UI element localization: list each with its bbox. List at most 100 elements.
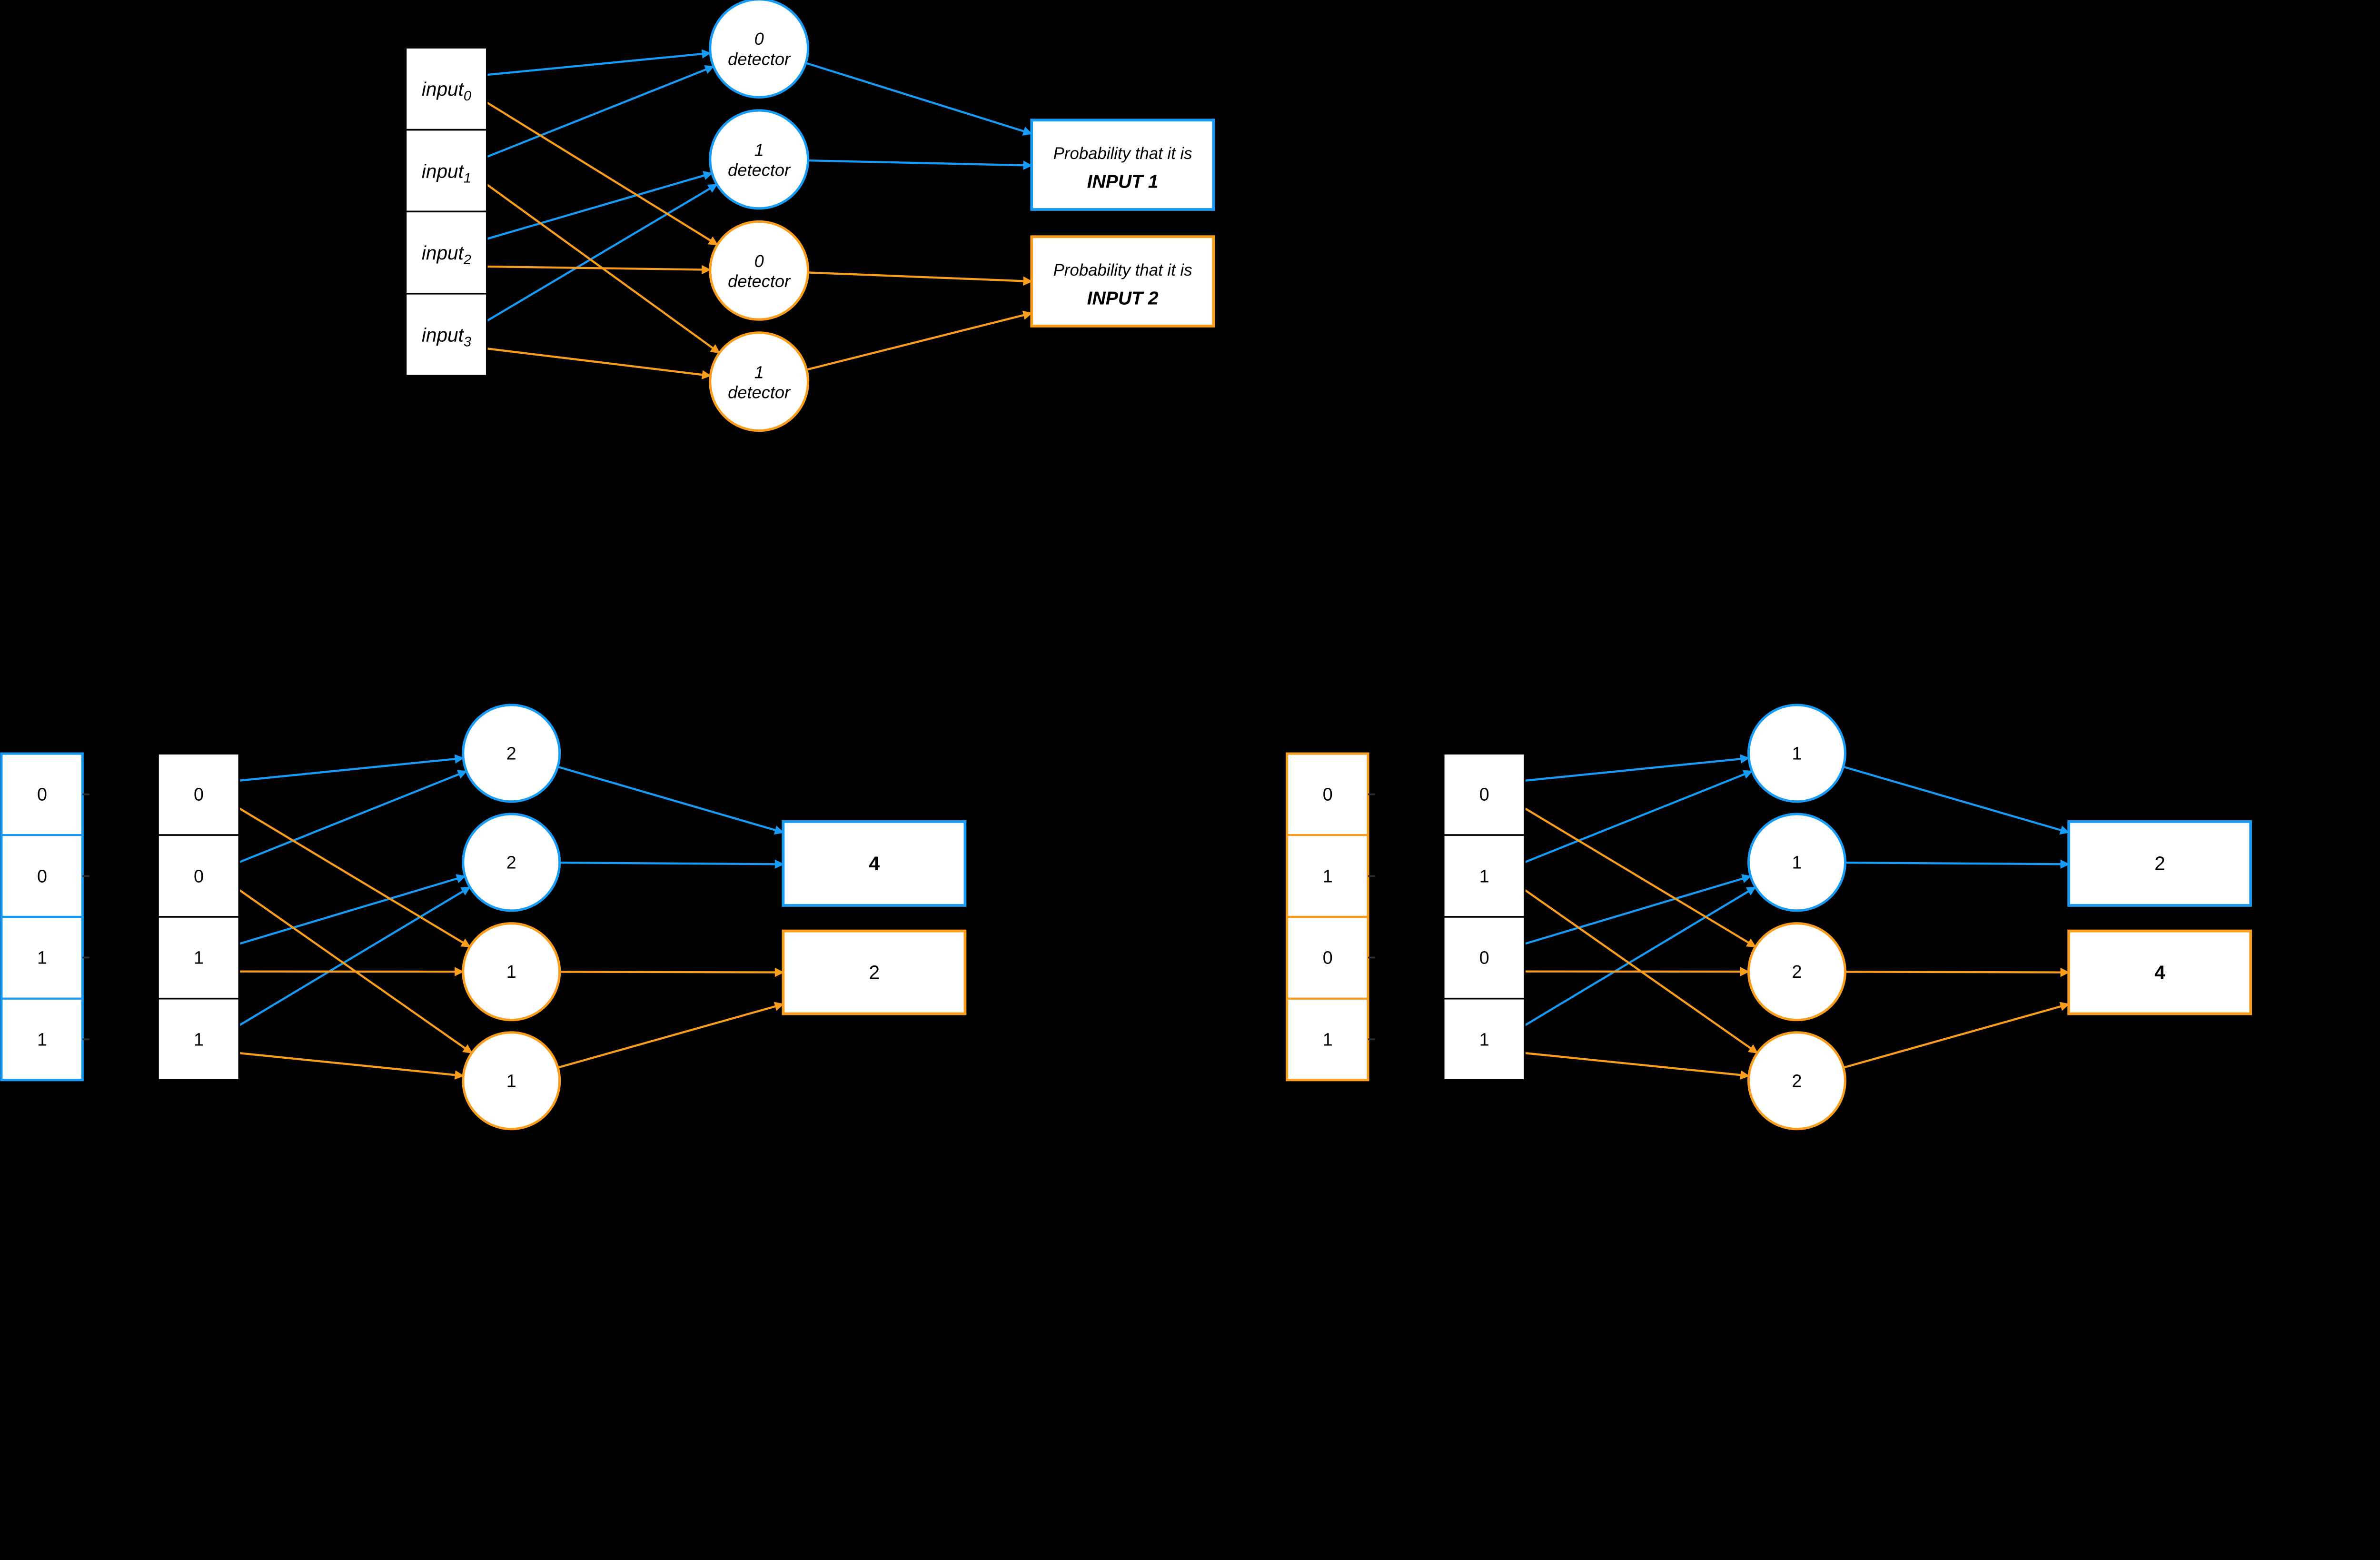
total-value: 4 [869,852,880,874]
br-input-value-3: 1 [1479,1029,1489,1049]
br-pattern-value-2: 0 [1323,947,1333,967]
top-edges-layer [486,49,1033,379]
total-box [782,820,967,907]
orange-edge-arrow [486,101,718,246]
top-detector-1: 1 detector [709,109,810,210]
blue-edge-arrow [559,859,784,869]
detector-node [462,1031,561,1131]
probability-box [1030,235,1215,328]
bottom-right-diagram: 0 1 0 1 0 1 0 1 1 1 2 [1286,704,2252,1131]
bl-pattern-value-0: 0 [37,785,47,805]
orange-edge-arrow [239,1052,465,1080]
blue-edge-arrow [486,65,714,158]
probability-input-label: INPUT 2 [1087,288,1159,308]
bl-detector-2: 1 [462,922,561,1022]
bl-input-value-1: 0 [194,866,204,886]
detector-value: 1 [1792,743,1802,763]
bl-output-0: 4 [782,820,967,907]
br-input-value-0: 0 [1479,785,1489,805]
blue-edge-arrow [1845,859,2070,869]
blue-edge-arrow [486,171,713,240]
blue-edge-arrow [1524,886,1756,1026]
bl-pattern-column: 0 0 1 1 [0,752,89,1082]
blue-edge-arrow [557,765,784,835]
probability-text: Probability that it is [1053,145,1192,163]
bottom-right-edges-layer [1524,754,2070,1080]
top-output-1: Probability that it is INPUT 2 [1030,235,1215,328]
detector-word: detector [728,49,791,69]
orange-edge-arrow [808,271,1033,286]
top-detector-2: 0 detector [709,220,810,321]
detector-digit: 0 [754,29,764,49]
blue-edge-arrow [486,49,712,76]
br-input-column: 0 1 0 1 [1442,753,1526,1081]
detector-value: 2 [506,852,516,872]
bl-output-1: 2 [782,929,967,1015]
total-box [782,929,967,1015]
detector-node [709,331,810,432]
detector-node [1747,1031,1847,1131]
bl-pattern-value-3: 1 [37,1029,47,1049]
blue-edge-arrow [805,62,1033,136]
detector-digit: 1 [754,362,764,382]
total-value: 2 [869,961,880,983]
detector-value: 1 [506,962,516,982]
bl-pattern-value-1: 0 [37,866,47,886]
probability-text: Probability that it is [1053,261,1192,279]
detector-value: 2 [506,743,516,763]
orange-edge-arrow [1524,807,1756,948]
br-input-value-2: 0 [1479,947,1489,967]
bl-input-value-0: 0 [194,785,204,805]
detector-node [709,220,810,321]
br-pattern-value-3: 1 [1323,1029,1333,1049]
br-pattern-value-1: 1 [1323,866,1333,886]
bl-input-value-3: 1 [194,1029,204,1049]
br-detector-2: 2 [1747,922,1847,1022]
br-pattern-column: 0 1 0 1 [1286,752,1375,1082]
orange-edge-arrow [1524,1052,1750,1080]
blue-edge-arrow [238,886,471,1026]
orange-edge-arrow [486,348,712,379]
bottom-left-edges-layer [238,754,784,1080]
orange-edge-arrow [486,183,720,354]
detector-word: detector [728,160,791,180]
bl-detector-0: 2 [462,704,561,803]
evidence-network-figure: input0 input1 input2 input3 0 detector 1… [0,0,2252,1131]
detector-node [709,109,810,210]
top-input-label-1: input1 [422,160,471,186]
probability-input-label: INPUT 1 [1087,171,1159,192]
bl-input-value-2: 1 [194,947,204,967]
blue-edge-arrow [1524,754,1750,782]
orange-edge-arrow [806,310,1033,371]
bottom-left-diagram: 0 0 1 1 0 0 1 1 2 2 1 [0,704,967,1131]
orange-edge-arrow [238,889,473,1054]
br-detector-1: 1 [1747,813,1847,912]
total-box [2067,820,2252,907]
detector-value: 1 [506,1071,516,1091]
br-output-1: 4 [2067,929,2252,1015]
top-input-label-3: input3 [422,324,471,350]
br-output-0: 2 [2067,820,2252,907]
top-detector-3: 1 detector [709,331,810,432]
detector-node [709,0,810,99]
orange-edge-arrow [1843,1002,2070,1069]
total-box [2067,929,2252,1015]
detector-node [1747,813,1847,912]
detector-digit: 0 [754,251,764,271]
top-input-label-2: input2 [422,242,471,268]
orange-edge-arrow [486,265,711,275]
blue-edge-arrow [238,874,466,945]
orange-edge-arrow [1524,889,1758,1054]
detector-node [462,704,561,803]
total-value: 4 [2154,961,2165,983]
bl-input-column: 0 0 1 1 [157,753,240,1081]
detector-node [462,922,561,1022]
blue-edge-arrow [486,183,718,322]
detector-value: 1 [1792,852,1802,872]
blue-edge-arrow [1843,765,2070,835]
br-input-value-1: 1 [1479,866,1489,886]
bl-pattern-value-2: 1 [37,947,47,967]
total-value: 2 [2154,852,2165,874]
bl-detector-3: 1 [462,1031,561,1131]
detector-node [462,813,561,912]
